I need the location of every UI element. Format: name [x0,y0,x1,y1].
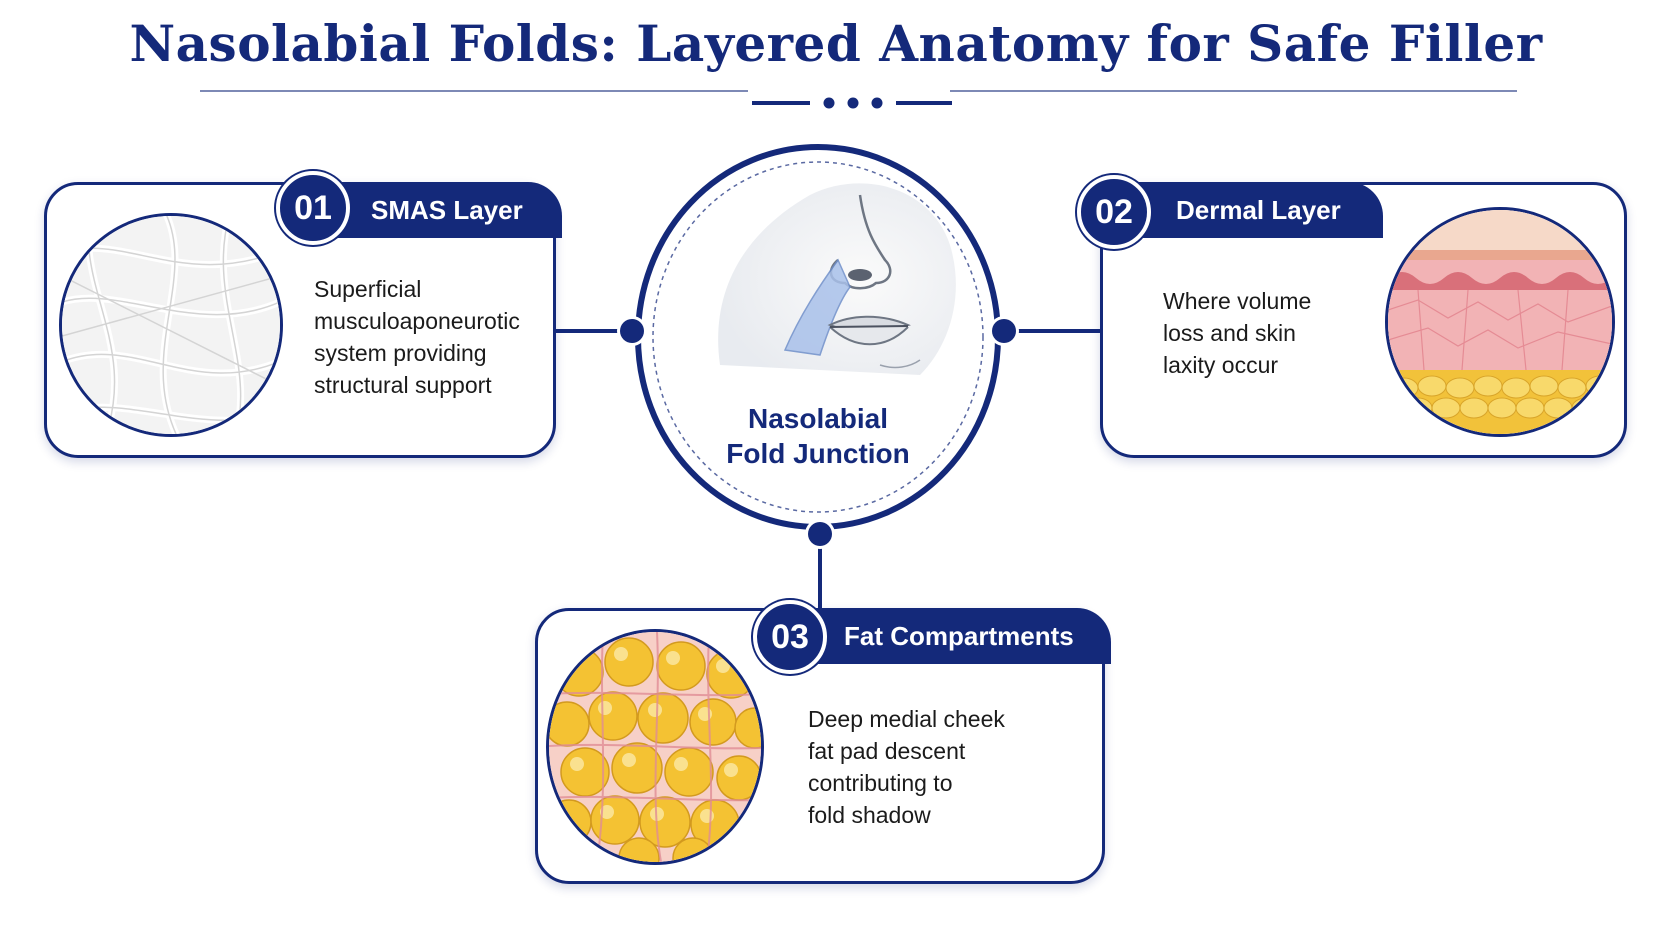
number-badge: 03 [753,600,827,674]
page-title: Nasolabial Folds: Layered Anatomy for Sa… [129,14,1543,73]
title-divider [200,90,1517,109]
card-description: Deep medial cheek fat pad descent contri… [808,706,1005,828]
connector-dot-left [620,319,644,343]
card-description: Superficial musculoaponeurotic system pr… [314,276,520,398]
number-badge: 02 [1077,175,1151,249]
number-badge: 01 [276,171,350,245]
fat-cells-icon [546,629,764,865]
face-nose-lips-icon [718,183,956,375]
connector-dot-bottom [808,522,832,546]
skin-cross-section-icon [1385,207,1615,437]
connector-dot-right [992,319,1016,343]
card-dermal-layer: Dermal Layer [1100,182,1627,458]
fibrous-network-icon [59,213,283,437]
card-description: Where volume loss and skin laxity occur [1163,288,1312,378]
connector-left [556,329,632,333]
center-label: Nasolabial Fold Junction [726,403,910,469]
connector-right [1004,329,1100,333]
card-heading: Fat Compartments [768,608,1111,664]
card-fat-compartments: Fat Compartments Deep med [535,608,1111,884]
connector-bottom [818,540,822,608]
